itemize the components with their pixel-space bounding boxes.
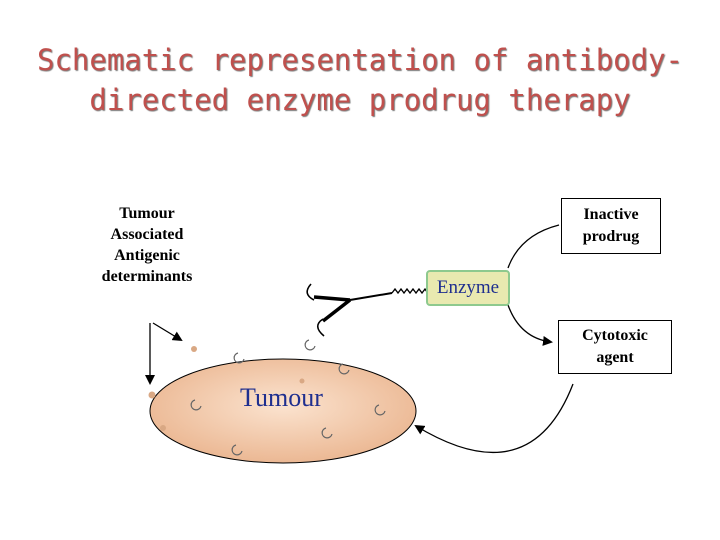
label-line: determinants — [101, 268, 193, 285]
prodrug-to-enzyme-curve — [507, 224, 560, 269]
tumour-label: Tumour — [240, 383, 323, 412]
enzyme-box: Enzyme — [426, 270, 510, 306]
antigen-dots — [148, 346, 305, 431]
label-line: Antigenic — [114, 247, 180, 264]
slide-title: Schematic representation of antibody- di… — [0, 40, 720, 120]
enzyme-to-cytotoxic-arrow — [507, 304, 553, 346]
label-line: Associated — [110, 226, 184, 243]
box-line: Inactive — [583, 206, 639, 223]
box-line: prodrug — [582, 228, 640, 245]
antigen-pointer-arrows — [145, 322, 183, 385]
title-line-1: Schematic representation of antibody- — [36, 43, 683, 77]
antibody — [306, 283, 428, 337]
box-line: agent — [596, 349, 634, 366]
tumour-associated-antigenic-determinants-label: Tumour Associated Antigenic determinants — [84, 203, 210, 287]
cytotoxic-agent-box: Cytotoxic agent — [558, 320, 672, 374]
tumour-cell — [149, 358, 417, 464]
cytotoxic-to-tumour-arrow — [414, 383, 574, 454]
label-line: Tumour — [119, 205, 175, 222]
inactive-prodrug-box: Inactive prodrug — [561, 198, 661, 254]
box-line: Cytotoxic — [582, 327, 648, 344]
title-line-2: directed enzyme prodrug therapy — [89, 83, 631, 117]
antigen-receptor-cups — [190, 339, 386, 456]
